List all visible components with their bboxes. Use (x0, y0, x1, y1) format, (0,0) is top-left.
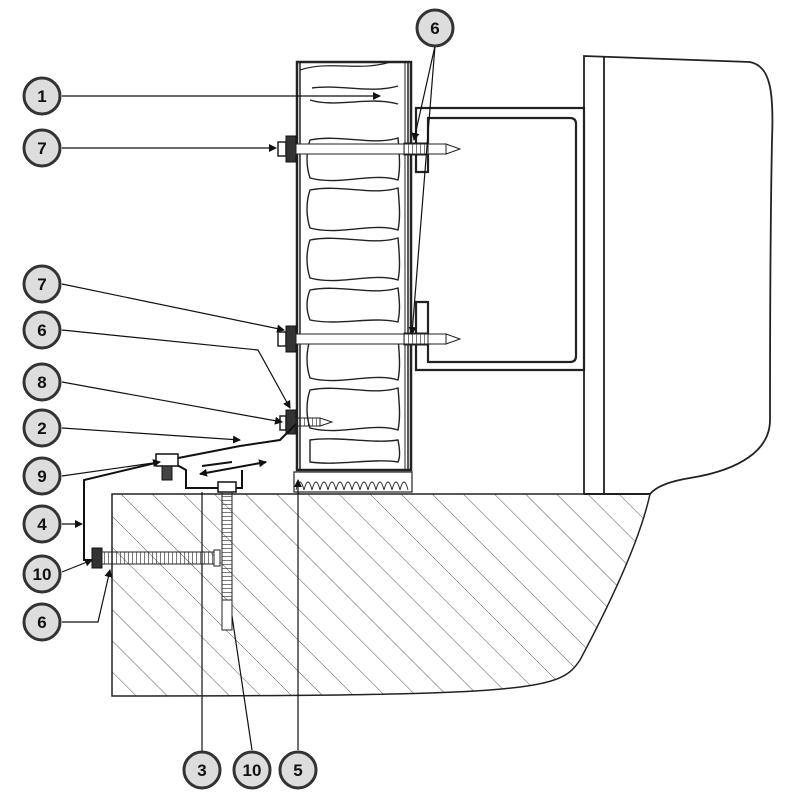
girt-channel (414, 106, 586, 372)
callout-7-lower: 7 (22, 264, 62, 304)
base-trim-fastener (279, 409, 334, 435)
vertical-concrete-anchor (217, 481, 237, 631)
callout-7-upper-label: 7 (37, 139, 46, 158)
movement-arrows (199, 459, 267, 477)
callout-7-upper: 7 (22, 128, 62, 168)
callout-5-label: 5 (293, 761, 302, 780)
callout-10-bottom: 10 (232, 750, 272, 790)
callout-4: 4 (22, 504, 62, 544)
callout-5: 5 (278, 750, 318, 790)
callout-10-left: 10 (22, 554, 62, 594)
horizontal-concrete-anchor (91, 547, 221, 569)
insulated-wall-panel (295, 60, 413, 472)
callout-4-label: 4 (37, 515, 47, 534)
callout-6-bottom-left: 6 (22, 602, 62, 642)
callout-2: 2 (22, 408, 62, 448)
callout-3-label: 3 (197, 761, 206, 780)
concrete-foundation (111, 493, 651, 697)
sliding-clip (155, 453, 179, 481)
callout-6-left: 6 (22, 310, 62, 350)
leader-lines (61, 45, 436, 752)
callout-6-left-label: 6 (37, 321, 46, 340)
callout-8-label: 8 (37, 373, 46, 392)
callout-8: 8 (22, 362, 62, 402)
callout-6-top-label: 6 (430, 19, 439, 38)
sill-gasket (293, 471, 413, 493)
upper-panel-fastener (277, 135, 462, 163)
callout-6-bottom-left-label: 6 (37, 613, 46, 632)
callout-9-label: 9 (37, 467, 46, 486)
callout-2-label: 2 (37, 419, 46, 438)
callout-9: 9 (22, 456, 62, 496)
callout-10-bottom-label: 10 (243, 761, 262, 780)
callout-1: 1 (22, 76, 62, 116)
callouts: 1 7 7 6 8 2 9 4 (22, 8, 455, 790)
steel-structure (583, 55, 774, 495)
callout-10-left-label: 10 (33, 565, 52, 584)
callout-6-top: 6 (415, 8, 455, 48)
callout-7-lower-label: 7 (37, 275, 46, 294)
callout-1-label: 1 (37, 87, 46, 106)
lower-panel-fastener (277, 325, 462, 353)
callout-3: 3 (182, 750, 222, 790)
